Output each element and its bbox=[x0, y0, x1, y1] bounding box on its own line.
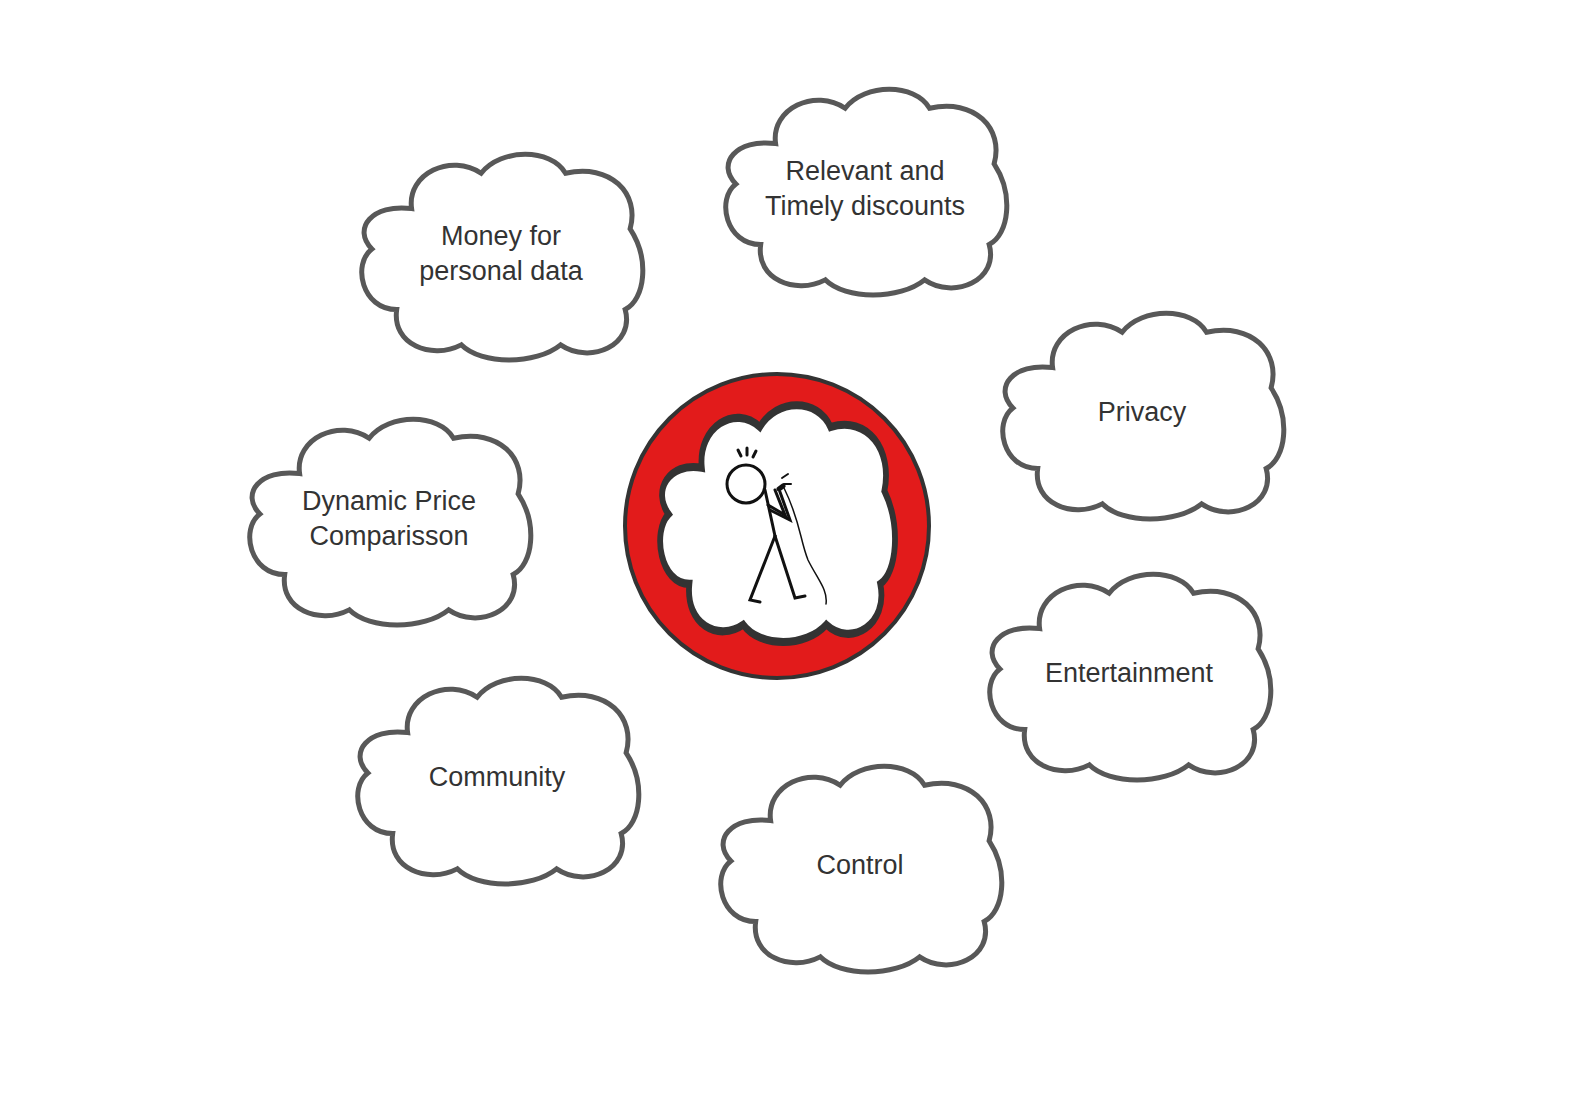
inner-cloud bbox=[660, 405, 895, 642]
cloud-node: Dynamic Price Comparisson bbox=[240, 413, 538, 625]
cloud-node: Money for personal data bbox=[352, 148, 650, 360]
cloud-outline bbox=[716, 83, 1014, 295]
cloud-outline bbox=[352, 148, 650, 360]
cloud-label: Relevant and Timely discounts bbox=[764, 154, 966, 224]
red-circle bbox=[625, 374, 929, 678]
cloud-node: Control bbox=[711, 760, 1009, 972]
cloud-outline bbox=[240, 413, 538, 625]
cloud-label: Money for personal data bbox=[400, 219, 602, 289]
stick-figure bbox=[727, 448, 826, 604]
cloud-node: Entertainment bbox=[980, 568, 1278, 780]
cloud-label: Dynamic Price Comparisson bbox=[288, 484, 490, 554]
cloud-label: Community bbox=[429, 760, 566, 795]
cloud-node: Relevant and Timely discounts bbox=[716, 83, 1014, 295]
cloud-node: Privacy bbox=[993, 307, 1291, 519]
cloud-node: Community bbox=[348, 672, 646, 884]
cloud-label: Control bbox=[816, 848, 903, 883]
cloud-label: Privacy bbox=[1098, 395, 1187, 430]
cloud-label: Entertainment bbox=[1045, 656, 1213, 691]
